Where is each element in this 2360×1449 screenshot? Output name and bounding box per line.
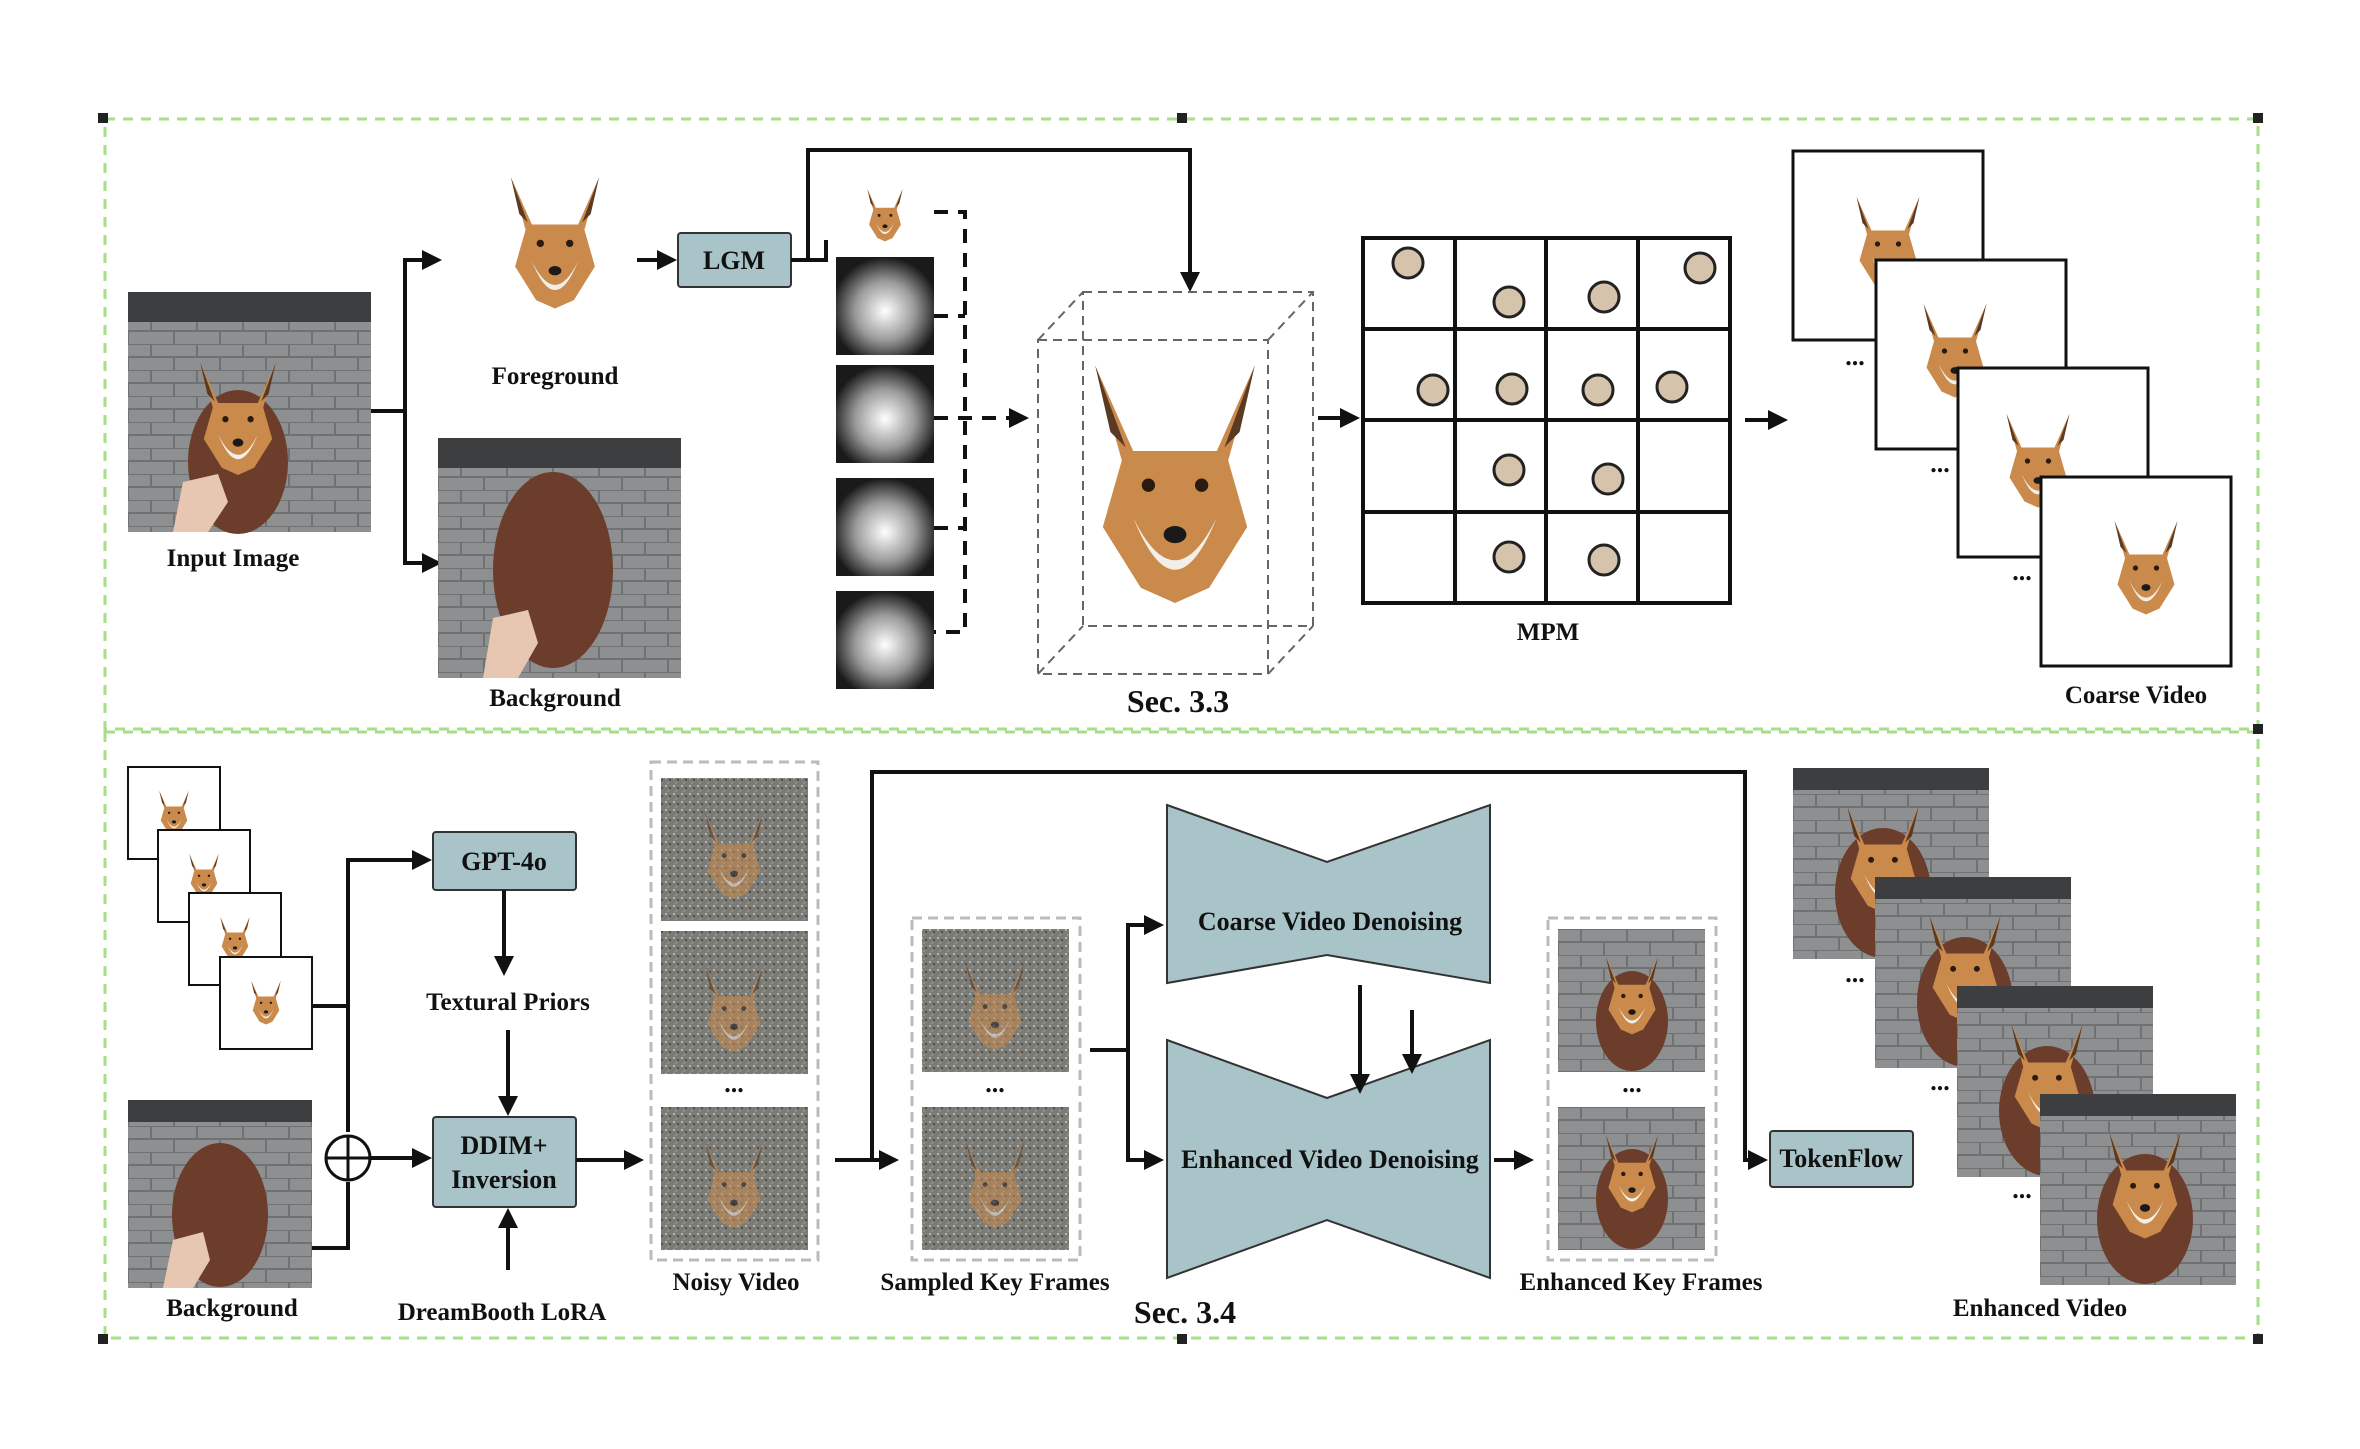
depth-maps: [836, 257, 934, 689]
depth-map-4: [836, 591, 934, 689]
key-frames-to-denoisers: [1090, 915, 1164, 1170]
tokenflow-box: [1769, 1130, 1914, 1188]
top-panel-border: [103, 117, 2260, 731]
sampled-key-frames-label: Sampled Key Frames: [880, 1269, 1109, 1296]
enhanced-key-frames-border: [1546, 916, 1718, 1262]
input-branch-arrows: [371, 250, 442, 573]
gaussian-fox: [1095, 365, 1255, 603]
corner-handles: [98, 113, 2263, 1344]
svg-text:...: ...: [2012, 557, 2032, 586]
enhanced-denoising-label: Enhanced Video Denoising: [1181, 1145, 1479, 1174]
bottom-left-arrows: [312, 850, 432, 1250]
enhanced-key-frames-ellipsis: ...: [1622, 1069, 1642, 1098]
mpm-label: MPM: [1517, 619, 1579, 646]
small-fox-render: [867, 188, 903, 242]
input-image: [128, 292, 371, 534]
enhanced-key-frames: [1558, 929, 1705, 1250]
enhanced-key-frames-label: Enhanced Key Frames: [1519, 1269, 1762, 1296]
enhanced-video-label: Enhanced Video: [1953, 1295, 2127, 1322]
dreambooth-label: DreamBooth LoRA: [398, 1299, 607, 1326]
foreground-image: [510, 177, 600, 309]
coarse-video-stack: [127, 766, 313, 1050]
background-label-bottom: Background: [166, 1295, 298, 1322]
enhanced-video-ellipses: ... ... ...: [1845, 959, 2032, 1204]
background-image: [438, 438, 681, 678]
sampled-key-frames: [922, 929, 1069, 1250]
skip-connection-arrows: [835, 770, 1768, 1170]
coarse-denoising-block: [1166, 803, 1491, 985]
svg-text:...: ...: [2012, 1175, 2032, 1204]
input-image-label: Input Image: [167, 545, 300, 572]
gpt4o-label: GPT-4o: [461, 847, 547, 876]
ddim-label-line1: DDIM+: [460, 1131, 547, 1160]
tokenflow-label: TokenFlow: [1779, 1144, 1903, 1173]
section-3-3-label: Sec. 3.3: [1127, 683, 1229, 719]
gaussian-cube: [1037, 291, 1314, 675]
dashed-connectors: [934, 210, 1029, 634]
noisy-video-frames: [661, 778, 808, 1250]
foreground-label: Foreground: [492, 363, 619, 390]
svg-text:...: ...: [1930, 1067, 1950, 1096]
coarse-video-ellipses: ... ... ...: [1845, 342, 2032, 586]
svg-text:...: ...: [1930, 449, 1950, 478]
svg-text:...: ...: [1845, 342, 1865, 371]
background-image-bottom: [128, 1100, 312, 1288]
section-3-4-label: Sec. 3.4: [1134, 1294, 1236, 1330]
mpm-particles: [1391, 246, 1717, 577]
coarse-video-frames: [1791, 149, 2233, 668]
coarse-denoising-label: Coarse Video Denoising: [1198, 907, 1462, 936]
noisy-video-label: Noisy Video: [672, 1269, 799, 1296]
ddim-label-line2: Inversion: [451, 1165, 557, 1194]
coarse-video-label: Coarse Video: [2065, 682, 2207, 709]
enhanced-video-frames: [1793, 768, 2236, 1285]
enhanced-denoising-block: [1166, 1038, 1491, 1280]
sampled-key-frames-ellipsis: ...: [985, 1069, 1005, 1098]
lgm-label: LGM: [703, 246, 765, 275]
oplus-symbol: [324, 1134, 372, 1182]
noisy-video-frame-border: [649, 760, 820, 1262]
coarse-to-enhanced-arrows: [1350, 985, 1422, 1094]
sampled-key-frames-border: [910, 916, 1082, 1262]
textural-priors-label: Textural Priors: [426, 989, 590, 1016]
depth-map-2: [836, 365, 934, 463]
mpm-grid: [1361, 236, 1732, 605]
depth-map-3: [836, 478, 934, 576]
depth-map-1: [836, 257, 934, 355]
svg-text:...: ...: [1845, 959, 1865, 988]
background-label-top: Background: [489, 685, 621, 712]
noisy-video-ellipsis: ...: [724, 1069, 744, 1098]
lgm-outputs-arrows: [791, 148, 1200, 292]
